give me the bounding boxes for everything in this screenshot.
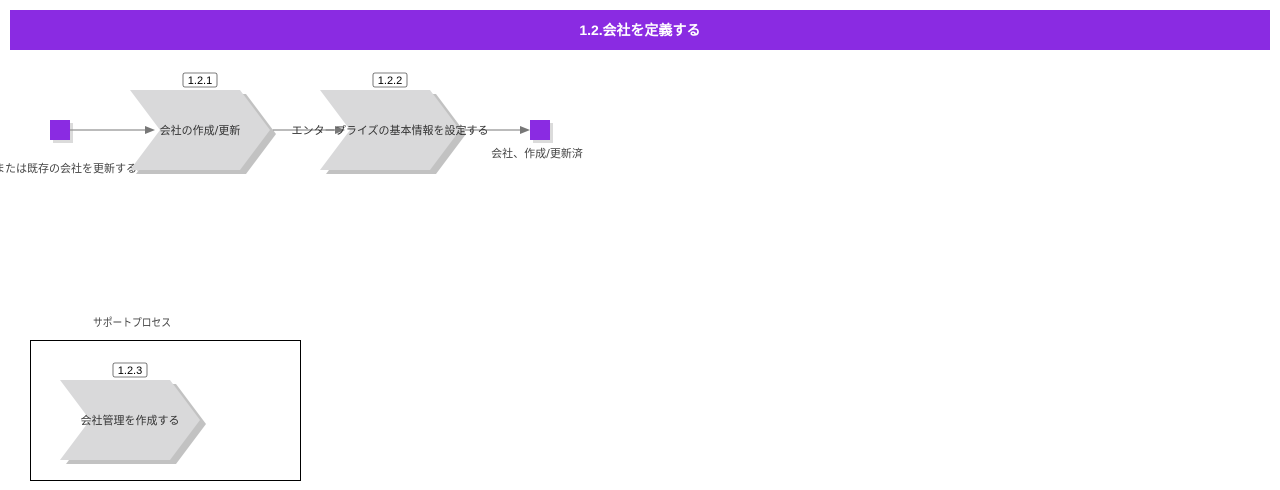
page-title: 1.2.会社を定義する <box>579 22 701 38</box>
process-number-box <box>372 72 408 88</box>
process-1.2.1[interactable]: 1.2.1 会社の作成/更新 <box>130 72 276 174</box>
process-number: 1.2.1 <box>188 75 212 87</box>
end-event-label: 会社、作成/更新済 <box>491 146 583 160</box>
process-label: 会社管理を作成する <box>81 413 180 427</box>
process-number: 1.2.3 <box>118 365 142 377</box>
process-label: 会社の作成/更新 <box>160 123 241 137</box>
support-group-frame <box>30 340 301 481</box>
process-number-box <box>112 362 148 378</box>
process-number-box <box>182 72 218 88</box>
process-label: エンタープライズの基本情報を設定する <box>291 123 488 137</box>
support-group-title: サポートプロセス <box>93 316 171 329</box>
support-process-group[interactable]: サポートプロセス 1.2.3 会社管理を作成する <box>30 316 301 481</box>
end-event[interactable]: 会社、作成/更新済 <box>491 120 583 160</box>
process-1.2.3[interactable]: 1.2.3 会社管理を作成する <box>60 362 206 464</box>
process-1.2.2[interactable]: 1.2.2 エンタープライズの基本情報を設定する <box>291 72 489 174</box>
page-title-bar: 1.2.会社を定義する <box>10 10 1270 50</box>
process-number: 1.2.2 <box>378 75 402 87</box>
